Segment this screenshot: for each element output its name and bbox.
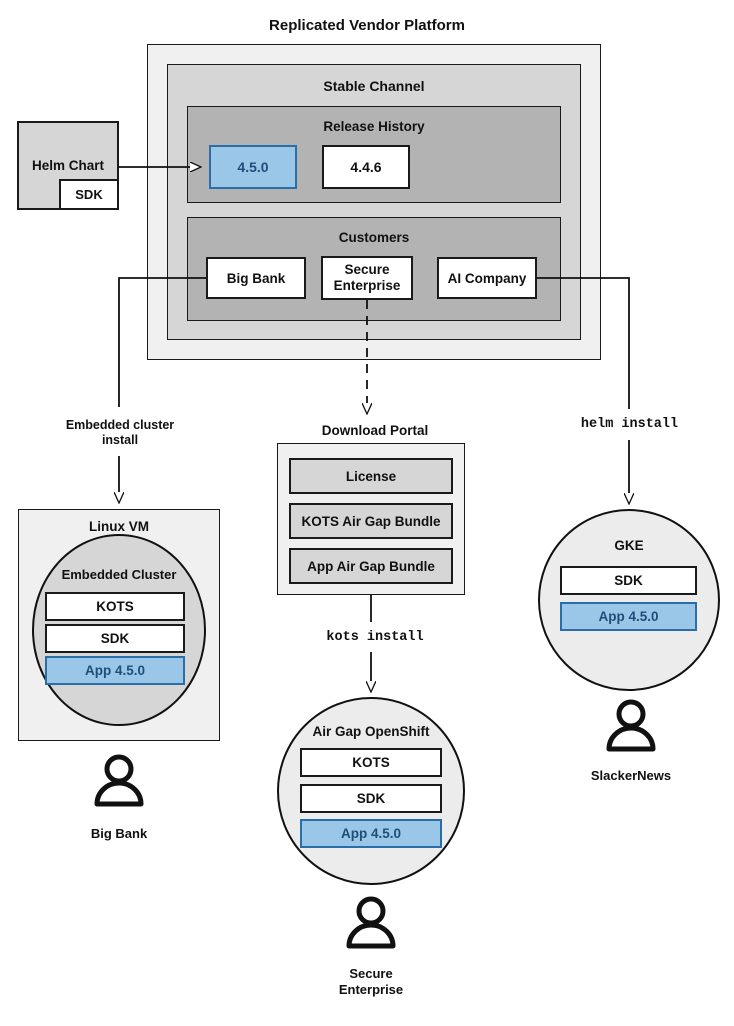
caption-slackernews: SlackerNews	[590, 768, 672, 783]
gke-component-app[interactable]: App 4.5.0	[560, 602, 697, 631]
caption-big-bank: Big Bank	[90, 826, 148, 841]
component-label: SDK	[356, 791, 386, 806]
helm-chart-label: Helm Chart	[31, 158, 104, 173]
download-item-label: License	[345, 468, 397, 484]
download-item-label: App Air Gap Bundle	[307, 558, 435, 574]
openshift-component-kots[interactable]: KOTS	[300, 748, 442, 777]
person-icon-big-bank	[94, 754, 144, 807]
component-label: App 4.5.0	[340, 826, 402, 841]
download-item-app-air-gap-bundle[interactable]: App Air Gap Bundle	[289, 548, 453, 584]
customer-big-bank[interactable]: Big Bank	[206, 257, 306, 299]
gke-label: GKE	[614, 538, 644, 553]
gke-component-sdk[interactable]: SDK	[560, 566, 697, 595]
download-item-label: KOTS Air Gap Bundle	[301, 513, 441, 529]
openshift-component-app[interactable]: App 4.5.0	[300, 819, 442, 848]
openshift-component-sdk[interactable]: SDK	[300, 784, 442, 813]
release-version-label: 4.5.0	[237, 159, 269, 175]
gke-ellipse	[538, 509, 720, 691]
helm-chart-sdk-label: SDK	[75, 187, 103, 202]
component-label: App 4.5.0	[598, 609, 659, 624]
linux-vm-component-app[interactable]: App 4.5.0	[45, 656, 185, 685]
person-icon-slackernews	[606, 699, 656, 752]
release-version-label: 4.4.6	[350, 159, 382, 175]
customers-label: Customers	[338, 230, 410, 245]
customer-label: AI Company	[447, 270, 527, 286]
download-item-kots-air-gap-bundle[interactable]: KOTS Air Gap Bundle	[289, 503, 453, 539]
customer-secure-enterprise[interactable]: Secure Enterprise	[321, 256, 413, 300]
release-4-5-0[interactable]: 4.5.0	[209, 145, 297, 189]
release-4-4-6[interactable]: 4.4.6	[322, 145, 410, 189]
edge-label-embedded-cluster-install: Embedded cluster install	[65, 417, 175, 447]
edge-label-kots-install: kots install	[326, 629, 424, 645]
customer-label: Big Bank	[226, 270, 286, 286]
diagram-title: Replicated Vendor Platform	[269, 16, 465, 34]
linux-vm-label: Linux VM	[89, 519, 149, 534]
air-gap-openshift-label: Air Gap OpenShift	[312, 724, 430, 739]
caption-secure-enterprise: Secure Enterprise	[338, 966, 404, 997]
linux-vm-component-kots[interactable]: KOTS	[45, 592, 185, 621]
customer-label: Secure Enterprise	[333, 262, 401, 293]
component-label: SDK	[614, 573, 643, 588]
helm-chart-sdk-box[interactable]: SDK	[59, 179, 119, 210]
download-item-license[interactable]: License	[289, 458, 453, 494]
component-label: SDK	[100, 631, 130, 646]
component-label: KOTS	[96, 599, 134, 614]
download-portal-title: Download Portal	[321, 422, 429, 438]
component-label: KOTS	[352, 755, 390, 770]
linux-vm-component-sdk[interactable]: SDK	[45, 624, 185, 653]
embedded-cluster-label: Embedded Cluster	[61, 567, 177, 582]
person-icon-secure-enterprise	[346, 896, 396, 949]
component-label: App 4.5.0	[84, 663, 146, 678]
release-history-label: Release History	[323, 119, 425, 134]
stable-channel-label: Stable Channel	[323, 78, 425, 94]
customer-ai-company[interactable]: AI Company	[437, 257, 537, 299]
edge-label-helm-install: helm install	[580, 416, 679, 432]
